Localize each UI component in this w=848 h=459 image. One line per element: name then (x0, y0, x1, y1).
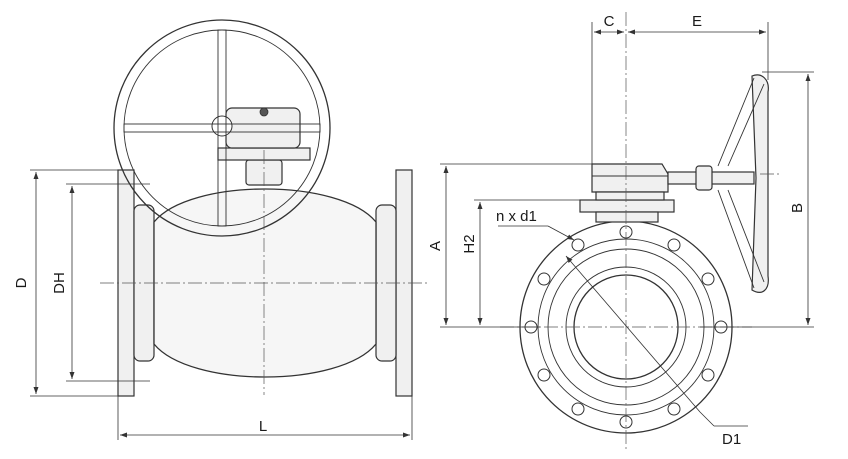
front-gearbox (591, 163, 669, 193)
dim-D1 (565, 255, 701, 413)
spoke-vertical (217, 29, 227, 227)
side-view: D DH L (13, 19, 430, 440)
top-mount-plate (579, 199, 675, 213)
front-handwheel (751, 74, 769, 293)
label-H2: H2 (461, 234, 478, 253)
label-bolts: n x d1 (496, 208, 537, 225)
label-D: D (13, 277, 30, 288)
label-E: E (692, 13, 702, 30)
bolt-leader (547, 225, 575, 241)
top-mount-neck (595, 211, 659, 223)
label-L: L (259, 418, 267, 435)
handwheel-outer (113, 19, 331, 237)
gearbox-knob (211, 115, 233, 137)
indicator (259, 107, 269, 117)
label-DH: DH (51, 272, 68, 294)
label-C: C (604, 13, 615, 30)
label-D1: D1 (722, 431, 741, 448)
front-view: A H2 B C E D1 n x d1 (427, 12, 814, 450)
label-B: B (789, 203, 806, 213)
spoke-horizontal (123, 123, 321, 133)
label-A: A (427, 241, 444, 251)
